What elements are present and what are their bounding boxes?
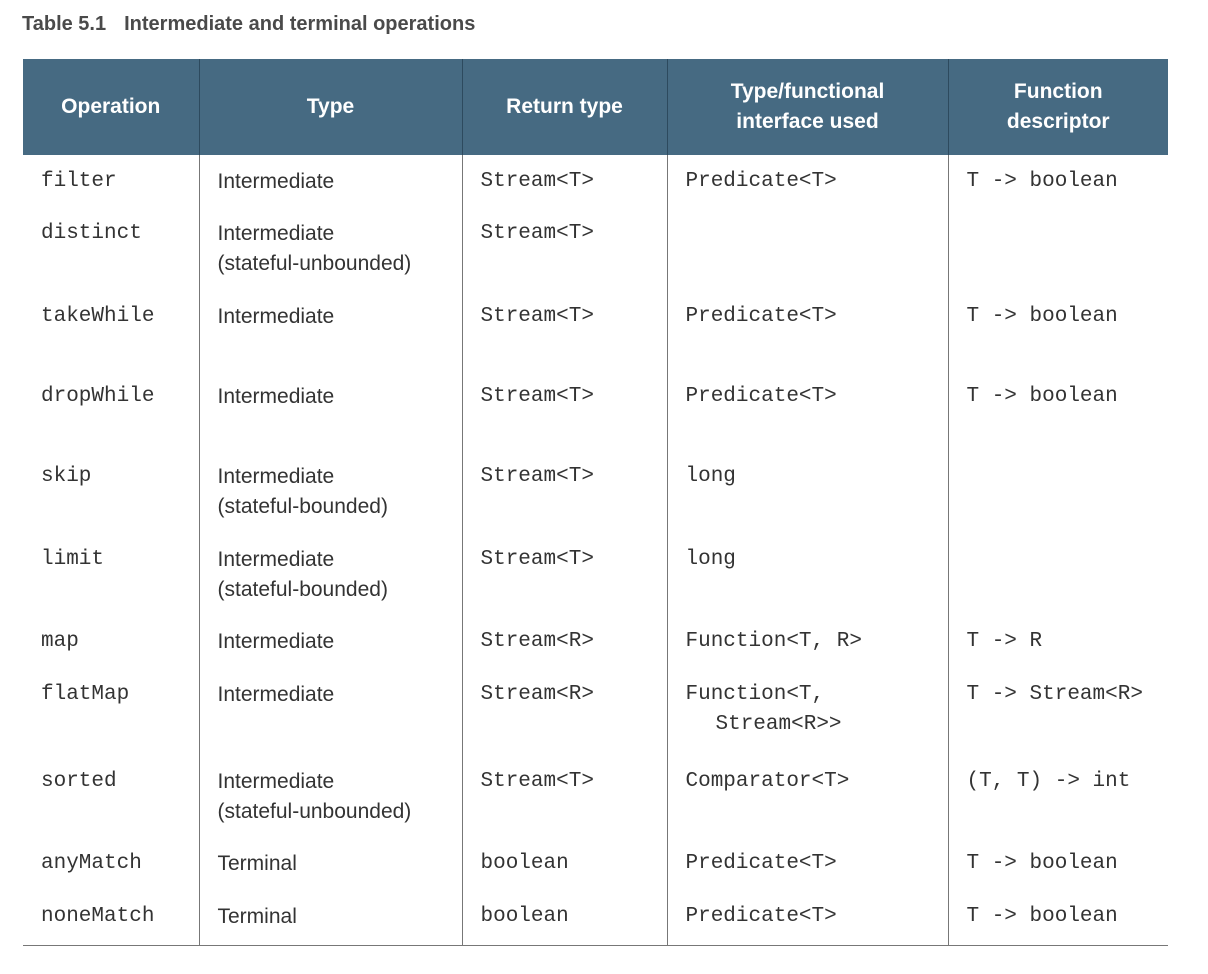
type-cell: Intermediate (198, 615, 462, 668)
descriptor-cell (947, 207, 1168, 290)
type-cell: Intermediate (198, 290, 462, 370)
descriptor-cell: T -> Stream<R> (947, 668, 1168, 755)
return-type-cell: Stream<T> (461, 207, 667, 290)
return-type-cell: Stream<T> (461, 290, 667, 370)
interface-cell: Predicate<T> (666, 370, 948, 450)
operation-cell: filter (41, 170, 117, 193)
table-row: takeWhile Intermediate Stream<T> Predica… (23, 290, 1168, 370)
return-type-cell: Stream<T> (461, 155, 667, 207)
table-caption: Table 5.1 Intermediate and terminal opera… (22, 13, 475, 36)
return-type-cell: boolean (461, 890, 667, 946)
table-title: Intermediate and terminal operations (124, 13, 476, 35)
return-type-cell: Stream<T> (461, 370, 667, 450)
type-cell: Intermediate (198, 370, 462, 450)
operation-cell: limit (41, 548, 105, 571)
return-type-cell: Stream<R> (461, 668, 667, 755)
header-return-type: Return type (461, 59, 667, 155)
operations-table: Operation Type Return type Type/function… (23, 59, 1168, 946)
type-cell: Intermediate(stateful-bounded) (198, 450, 462, 533)
operation-cell: takeWhile (41, 305, 155, 328)
return-type-cell: Stream<R> (461, 615, 667, 668)
interface-cell (666, 207, 948, 290)
operation-cell: sorted (41, 770, 117, 793)
operation-cell: noneMatch (23, 890, 199, 946)
interface-cell: long (666, 533, 948, 615)
table-row: noneMatch Terminal boolean Predicate<T> … (23, 890, 1168, 946)
type-cell: Intermediate (198, 668, 462, 755)
return-type-cell: Stream<T> (461, 533, 667, 615)
operation-cell: flatMap (41, 683, 130, 706)
descriptor-cell: T -> boolean (947, 290, 1168, 370)
interface-cell: Predicate<T> (666, 890, 948, 946)
type-cell: Terminal (198, 837, 462, 890)
operation-cell: map (41, 630, 79, 653)
interface-cell: Comparator<T> (666, 755, 948, 837)
descriptor-cell (947, 533, 1168, 615)
table-row: filter Intermediate Stream<T> Predicate<… (23, 155, 1168, 207)
return-type-cell: boolean (461, 837, 667, 890)
descriptor-cell: T -> R (947, 615, 1168, 668)
table-body: filter Intermediate Stream<T> Predicate<… (23, 155, 1168, 946)
descriptor-cell (947, 450, 1168, 533)
type-cell: Terminal (198, 890, 462, 946)
table-row: skip Intermediate(stateful-bounded) Stre… (23, 450, 1168, 533)
table-row: dropWhile Intermediate Stream<T> Predica… (23, 370, 1168, 450)
table-row: anyMatch Terminal boolean Predicate<T> T… (23, 837, 1168, 890)
return-type-cell: Stream<T> (461, 755, 667, 837)
type-cell: Intermediate(stateful-bounded) (198, 533, 462, 615)
operation-cell: skip (41, 465, 92, 488)
type-cell: Intermediate(stateful-unbounded) (198, 207, 462, 290)
type-cell: Intermediate (198, 155, 462, 207)
interface-cell: Predicate<T> (666, 155, 948, 207)
operation-cell: dropWhile (41, 385, 155, 408)
table-row: distinct Intermediate(stateful-unbounded… (23, 207, 1168, 290)
descriptor-cell: T -> boolean (947, 370, 1168, 450)
table-row: map Intermediate Stream<R> Function<T, R… (23, 615, 1168, 668)
interface-cell: Function<T, R> (666, 615, 948, 668)
table-number: Table 5.1 (22, 13, 107, 35)
descriptor-cell: (T, T) -> int (947, 755, 1168, 837)
descriptor-cell: T -> boolean (947, 155, 1168, 207)
table-row: flatMap Intermediate Stream<R> Function<… (23, 668, 1168, 755)
interface-cell: long (666, 450, 948, 533)
operation-cell: anyMatch (41, 852, 142, 875)
header-type: Type (198, 59, 462, 155)
descriptor-cell: T -> boolean (947, 837, 1168, 890)
interface-cell: Predicate<T> (666, 290, 948, 370)
return-type-cell: Stream<T> (461, 450, 667, 533)
operation-cell: distinct (41, 222, 142, 245)
descriptor-cell: T -> boolean (947, 890, 1168, 946)
header-row: Operation Type Return type Type/function… (23, 59, 1168, 155)
table-row: limit Intermediate(stateful-bounded) Str… (23, 533, 1168, 615)
interface-cell: Function<T,Stream<R>> (666, 668, 948, 755)
table-row: sorted Intermediate(stateful-unbounded) … (23, 755, 1168, 837)
header-operation: Operation (61, 95, 161, 118)
interface-cell: Predicate<T> (666, 837, 948, 890)
type-cell: Intermediate(stateful-unbounded) (198, 755, 462, 837)
